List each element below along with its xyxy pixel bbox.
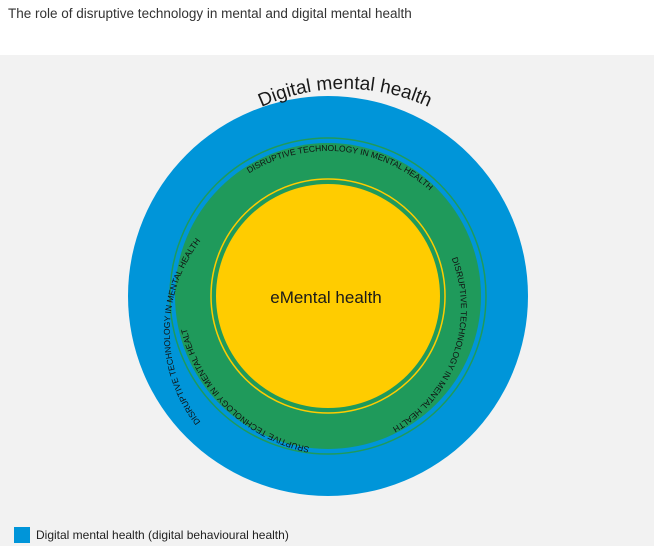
ring-outline-outer [169, 137, 487, 455]
center-label: eMental health [270, 288, 382, 307]
legend: Digital mental health (digital behaviour… [14, 527, 289, 543]
legend-swatch [14, 527, 30, 543]
center-outline [210, 178, 446, 414]
legend-label: Digital mental health (digital behaviour… [36, 528, 289, 542]
center-circle-emental-health [216, 184, 440, 408]
figure-title: The role of disruptive technology in men… [8, 6, 412, 21]
